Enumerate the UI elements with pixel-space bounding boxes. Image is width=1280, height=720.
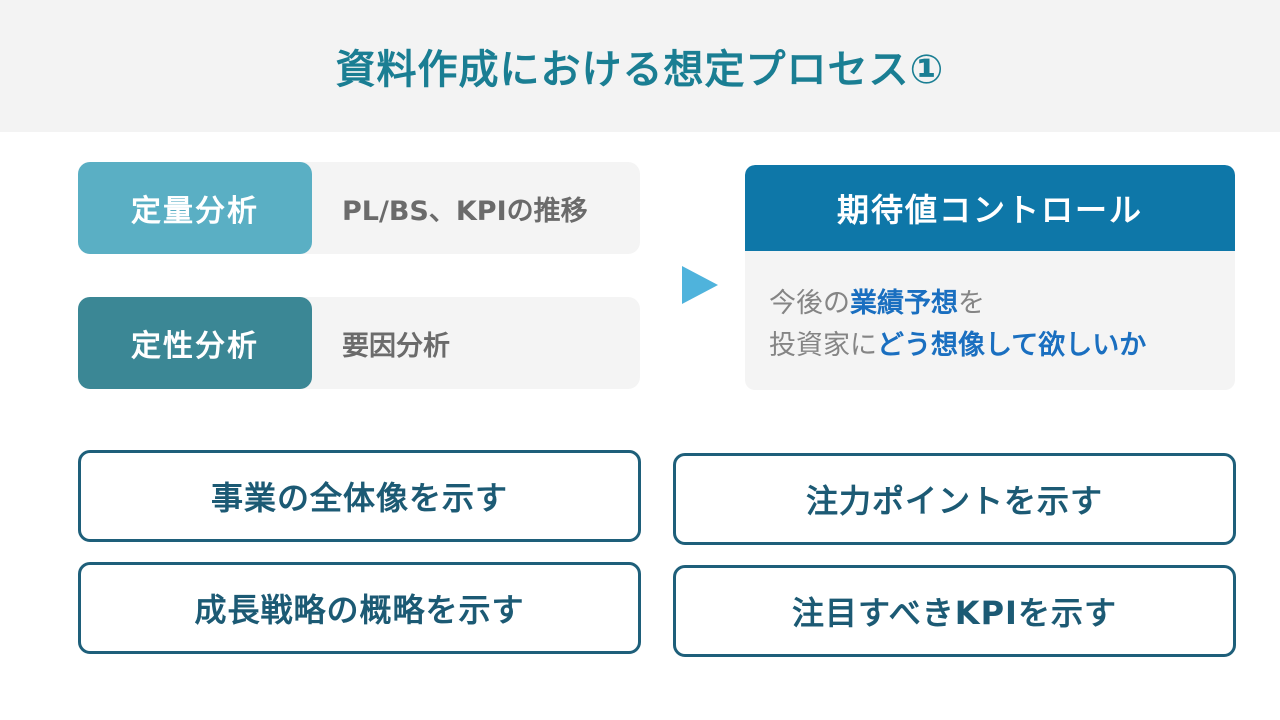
expectation-line-2-highlight: どう想像して欲しいか	[877, 330, 1147, 361]
action-show-growth-strategy: 成長戦略の概略を示す	[78, 562, 641, 654]
quantitative-analysis-row: 定量分析 PL/BS、KPIの推移	[78, 162, 640, 254]
expectation-line-1-pre: 今後の	[769, 288, 850, 319]
expectation-line-1-highlight: 業績予想	[850, 288, 958, 319]
qualitative-analysis-row: 定性分析 要因分析	[78, 297, 640, 389]
expectation-control-body: 今後の業績予想を 投資家にどう想像して欲しいか	[745, 251, 1235, 367]
quantitative-analysis-desc: PL/BS、KPIの推移	[342, 195, 588, 227]
action-show-key-kpis: 注目すべきKPIを示す	[673, 565, 1236, 657]
expectation-control-heading: 期待値コントロール	[745, 165, 1235, 251]
expectation-line-1: 今後の業績予想を	[769, 283, 1235, 325]
qualitative-analysis-desc: 要因分析	[342, 330, 450, 362]
qualitative-analysis-label: 定性分析	[78, 297, 312, 389]
expectation-line-1-post: を	[958, 288, 985, 319]
action-show-business-overview: 事業の全体像を示す	[78, 450, 641, 542]
expectation-line-2-pre: 投資家に	[769, 330, 877, 361]
action-show-focus-points: 注力ポイントを示す	[673, 453, 1236, 545]
right-arrow-icon	[682, 266, 718, 304]
quantitative-analysis-label: 定量分析	[78, 162, 312, 254]
expectation-control-card: 期待値コントロール 今後の業績予想を 投資家にどう想像して欲しいか	[745, 165, 1235, 390]
expectation-line-2: 投資家にどう想像して欲しいか	[769, 325, 1235, 367]
header-band: 資料作成における想定プロセス①	[0, 0, 1280, 132]
page-title: 資料作成における想定プロセス①	[335, 47, 945, 93]
